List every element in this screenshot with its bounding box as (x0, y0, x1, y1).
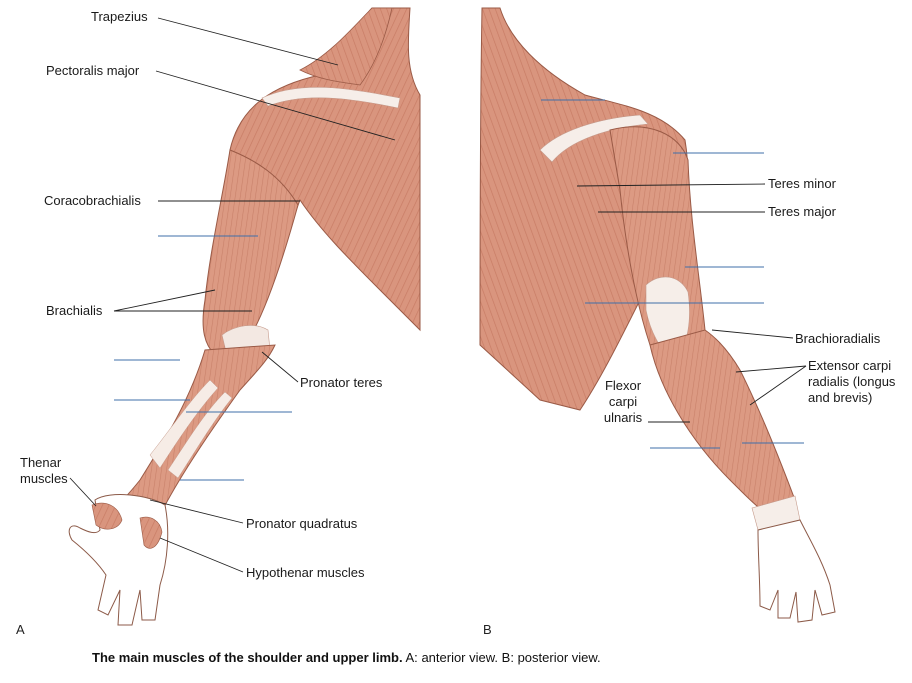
leader-teres-minor (576, 183, 766, 187)
label-teres-minor: Teres minor (768, 176, 836, 191)
label-brachialis: Brachialis (46, 303, 103, 318)
leader-trapezius (157, 17, 339, 66)
label-extensor-carpi-radialis: Extensor carpi radialis (longus and brev… (808, 358, 896, 405)
figure-caption: The main muscles of the shoulder and upp… (92, 650, 601, 665)
leader-pronator-quadratus (149, 499, 244, 524)
blank-label-lines (114, 99, 804, 481)
label-hypothenar-muscles: Hypothenar muscles (246, 565, 365, 580)
hypothenar-shape (139, 516, 163, 549)
trapezius-shape (299, 7, 393, 86)
label-flexor-carpi-ulnaris: Flexor carpi ulnaris (603, 378, 643, 425)
leader-hypothenar (159, 537, 244, 573)
hand-posterior (757, 519, 836, 623)
label-pronator-quadratus: Pronator quadratus (246, 516, 358, 531)
scapular-spine (539, 114, 649, 163)
caption-panel-a-text: anterior view. (421, 650, 499, 665)
thenar-shape (91, 502, 123, 530)
posterior-view (479, 7, 836, 623)
forearm-tendons (149, 379, 233, 479)
caption-title: The main muscles of the shoulder and upp… (92, 650, 403, 665)
forearm-posterior (649, 329, 796, 511)
leader-brachialis-1 (113, 289, 216, 312)
panel-letter-b: B (483, 622, 492, 637)
label-trapezius: Trapezius (91, 9, 148, 24)
label-pectoralis-major: Pectoralis major (46, 63, 140, 78)
label-brachioradialis: Brachioradialis (795, 331, 881, 346)
clavicle (261, 87, 401, 109)
label-thenar-muscles: Thenar muscles (20, 455, 68, 486)
label-teres-major: Teres major (768, 204, 836, 219)
forearm-anterior (110, 344, 276, 516)
caption-panel-a-letter: A: (405, 650, 418, 665)
anterior-view (68, 7, 421, 626)
leader-pronator-teres (261, 351, 299, 383)
label-coracobrachialis: Coracobrachialis (44, 193, 141, 208)
leader-lines (69, 17, 807, 573)
leader-extensor-1 (735, 365, 807, 373)
caption-panel-b-letter: B: (501, 650, 514, 665)
caption-panel-b-text: posterior view. (517, 650, 601, 665)
panel-letter-a: A (16, 622, 25, 637)
leader-extensor-2 (749, 365, 807, 406)
label-pronator-teres: Pronator teres (300, 375, 383, 390)
leader-brachioradialis (711, 329, 794, 339)
leader-pectoralis-major (155, 70, 396, 141)
leader-thenar (69, 477, 97, 507)
